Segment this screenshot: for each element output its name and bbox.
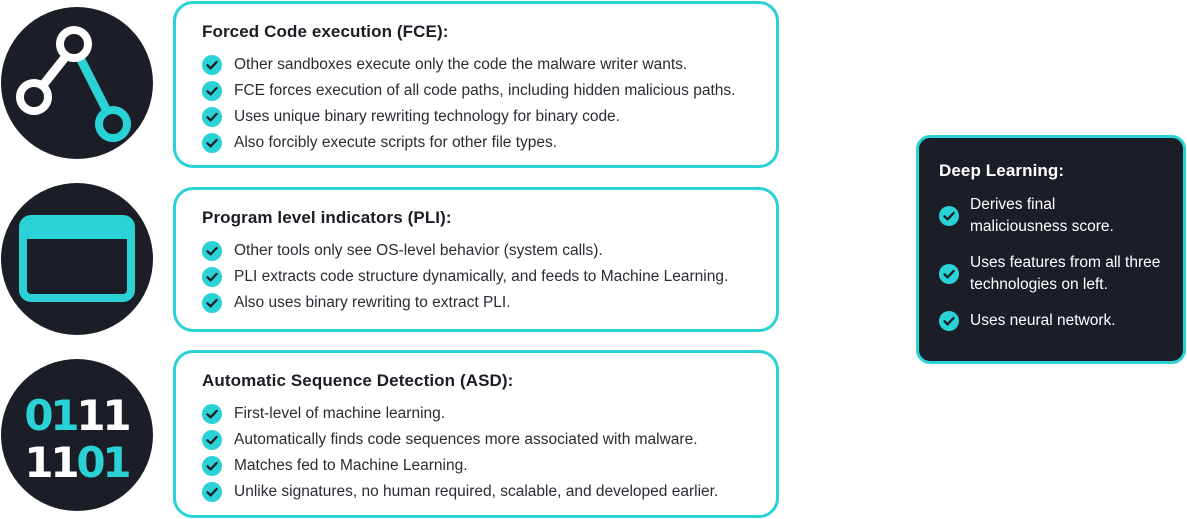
list-item-text: PLI extracts code structure dynamically,…	[234, 268, 729, 285]
list-item: Uses unique binary rewriting technology …	[202, 104, 756, 130]
check-circle-icon	[202, 55, 222, 75]
check-circle-icon	[939, 206, 959, 226]
fce-card: Forced Code execution (FCE): Other sandb…	[173, 1, 779, 168]
check-circle-icon	[202, 430, 222, 450]
deep-learning-title: Deep Learning:	[939, 161, 1065, 180]
list-item: PLI extracts code structure dynamically,…	[202, 264, 756, 290]
deep-learning-item-text: Uses neural network.	[970, 310, 1116, 332]
list-item-text: Unlike signatures, no human required, sc…	[234, 483, 719, 500]
fce-branch-path-icon	[1, 7, 153, 159]
check-circle-icon	[202, 107, 222, 127]
list-item-text: Other tools only see OS-level behavior (…	[234, 242, 603, 259]
deep-learning-item: Derives final maliciousness score.	[939, 194, 1167, 238]
list-item-text: Also uses binary rewriting to extract PL…	[234, 294, 511, 311]
list-item-text: FCE forces execution of all code paths, …	[234, 82, 736, 99]
pli-title: Program level indicators (PLI):	[202, 208, 452, 227]
deep-learning-item: Uses neural network.	[939, 310, 1167, 332]
binary-digit: 1	[102, 438, 131, 487]
binary-digit: 1	[76, 391, 105, 440]
deep-learning-item-line: Uses features from all three	[970, 254, 1161, 271]
binary-digit: 0	[76, 438, 105, 487]
deep-learning-item-line: Derives final	[970, 196, 1056, 213]
deep-learning-list: Derives final maliciousness score. Uses fe…	[939, 194, 1167, 332]
list-item: Also forcibly execute scripts for other …	[202, 130, 756, 156]
check-circle-icon	[202, 293, 222, 313]
list-item-text: Matches fed to Machine Learning.	[234, 457, 468, 474]
list-item-text: Also forcibly execute scripts for other …	[234, 134, 558, 151]
check-circle-icon	[202, 81, 222, 101]
pli-list: Other tools only see OS-level behavior (…	[202, 238, 756, 316]
list-item: Also uses binary rewriting to extract PL…	[202, 290, 756, 316]
binary-digit: 0	[24, 391, 53, 440]
binary-digit: 1	[50, 438, 79, 487]
asd-card: Automatic Sequence Detection (ASD): Firs…	[173, 350, 779, 518]
check-circle-icon	[939, 264, 959, 284]
check-circle-icon	[202, 456, 222, 476]
list-item: FCE forces execution of all code paths, …	[202, 78, 756, 104]
fce-title: Forced Code execution (FCE):	[202, 22, 449, 41]
pli-window-icon	[1, 183, 153, 335]
check-circle-icon	[202, 267, 222, 287]
binary-digit: 1	[24, 438, 53, 487]
check-circle-icon	[939, 311, 959, 331]
check-circle-icon	[202, 404, 222, 424]
list-item-text: Uses unique binary rewriting technology …	[234, 108, 620, 125]
check-circle-icon	[202, 482, 222, 502]
check-circle-icon	[202, 241, 222, 261]
deep-learning-item: Uses features from all three technologies…	[939, 252, 1167, 296]
asd-title: Automatic Sequence Detection (ASD):	[202, 371, 514, 390]
list-item-text: First-level of machine learning.	[234, 405, 446, 422]
binary-digit: 1	[50, 391, 79, 440]
list-item-text: Other sandboxes execute only the code th…	[234, 56, 688, 73]
list-item: Other sandboxes execute only the code th…	[202, 52, 756, 78]
binary-digit: 1	[102, 391, 131, 440]
deep-learning-item-line: technologies on left.	[970, 276, 1108, 293]
list-item: Other tools only see OS-level behavior (…	[202, 238, 756, 264]
pli-card: Program level indicators (PLI): Other to…	[173, 187, 779, 332]
deep-learning-item-line: Uses neural network.	[970, 312, 1116, 329]
list-item: Matches fed to Machine Learning.	[202, 453, 756, 479]
list-item: Unlike signatures, no human required, sc…	[202, 479, 756, 505]
asd-list: First-level of machine learning. Automati…	[202, 401, 756, 505]
deep-learning-item-line: maliciousness score.	[970, 218, 1114, 235]
list-item-text: Automatically finds code sequences more …	[234, 431, 698, 448]
check-circle-icon	[202, 133, 222, 153]
list-item: First-level of machine learning.	[202, 401, 756, 427]
list-item: Automatically finds code sequences more …	[202, 427, 756, 453]
fce-list: Other sandboxes execute only the code th…	[202, 52, 756, 156]
deep-learning-item-text: Derives final maliciousness score.	[970, 194, 1114, 238]
deep-learning-item-text: Uses features from all three technologies…	[970, 252, 1160, 296]
deep-learning-panel: Deep Learning: Derives final maliciousnes…	[916, 135, 1186, 364]
